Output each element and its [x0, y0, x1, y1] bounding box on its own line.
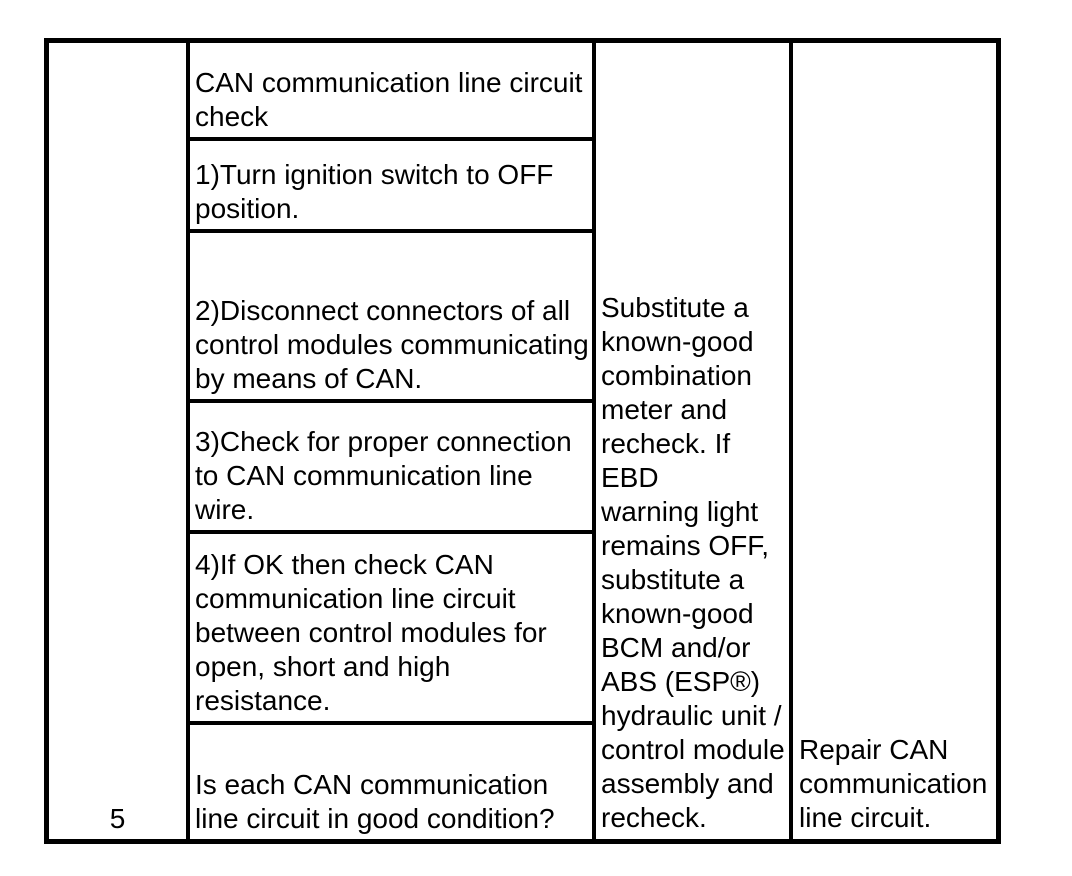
action-step-2-cell: 2)Disconnect connectors of all control m… [190, 233, 592, 403]
diagnostic-step-table: 5 CAN communication line circuit check 1… [44, 38, 1001, 844]
action-column: CAN communication line circuit check 1)T… [190, 43, 596, 839]
no-result-cell: Repair CAN communication line circuit. [793, 43, 996, 839]
step-number-cell: 5 [49, 43, 190, 839]
action-step-4-text: 4)If OK then check CAN communication lin… [195, 549, 547, 716]
action-question-text: Is each CAN communication line circuit i… [195, 769, 555, 834]
action-step-3-cell: 3)Check for proper connection to CAN com… [190, 403, 592, 534]
action-title-text: CAN communication line circuit check [195, 67, 583, 132]
action-title-cell: CAN communication line circuit check [190, 43, 592, 141]
step-number: 5 [109, 803, 126, 834]
no-result-text: Repair CAN communication line circuit. [799, 734, 988, 833]
action-step-2-text: 2)Disconnect connectors of all control m… [195, 295, 589, 394]
action-step-3-text: 3)Check for proper connection to CAN com… [195, 426, 572, 525]
action-question-cell: Is each CAN communication line circuit i… [190, 725, 592, 839]
action-step-1-cell: 1)Turn ignition switch to OFF position. [190, 141, 592, 233]
action-step-4-cell: 4)If OK then check CAN communication lin… [190, 534, 592, 725]
yes-result-cell: Substitute a known-good combination mete… [596, 43, 793, 839]
action-step-1-text: 1)Turn ignition switch to OFF position. [195, 159, 554, 224]
yes-result-text: Substitute a known-good combination mete… [601, 292, 785, 833]
